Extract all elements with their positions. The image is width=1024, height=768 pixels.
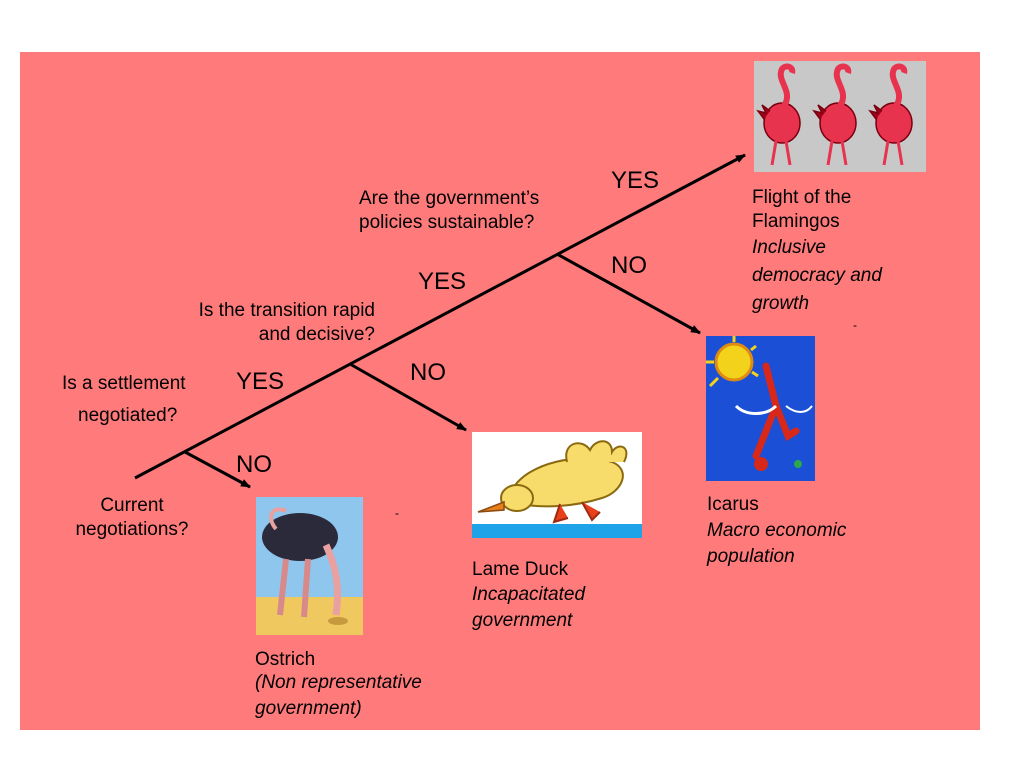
yes-label-3: YES [611, 167, 660, 194]
branch-no-3-line [556, 252, 701, 335]
ostrich-image [256, 497, 363, 635]
settlement-question-label-2: negotiated? [78, 405, 178, 426]
yes-label-2: YES [418, 268, 467, 295]
no-label-3: NO [611, 252, 647, 279]
dash-mark-2: - [395, 506, 399, 520]
lame-duck-title: Lame Duck [472, 559, 569, 580]
duck-image [472, 432, 642, 538]
dash-mark-1: - [853, 318, 857, 332]
icarus-title: Icarus [707, 494, 759, 515]
icarus-image [706, 336, 815, 481]
branch-no-1-line [184, 450, 251, 489]
no-label-1: NO [236, 451, 272, 478]
ostrich-title: Ostrich [255, 649, 316, 670]
settlement-question-label: Is a settlement [62, 373, 186, 394]
yes-label-1: YES [236, 368, 285, 395]
flamingos-image [754, 61, 926, 172]
no-label-2: NO [410, 359, 446, 386]
trunk-yes-line [134, 153, 746, 480]
branch-no-2-line [349, 362, 467, 432]
